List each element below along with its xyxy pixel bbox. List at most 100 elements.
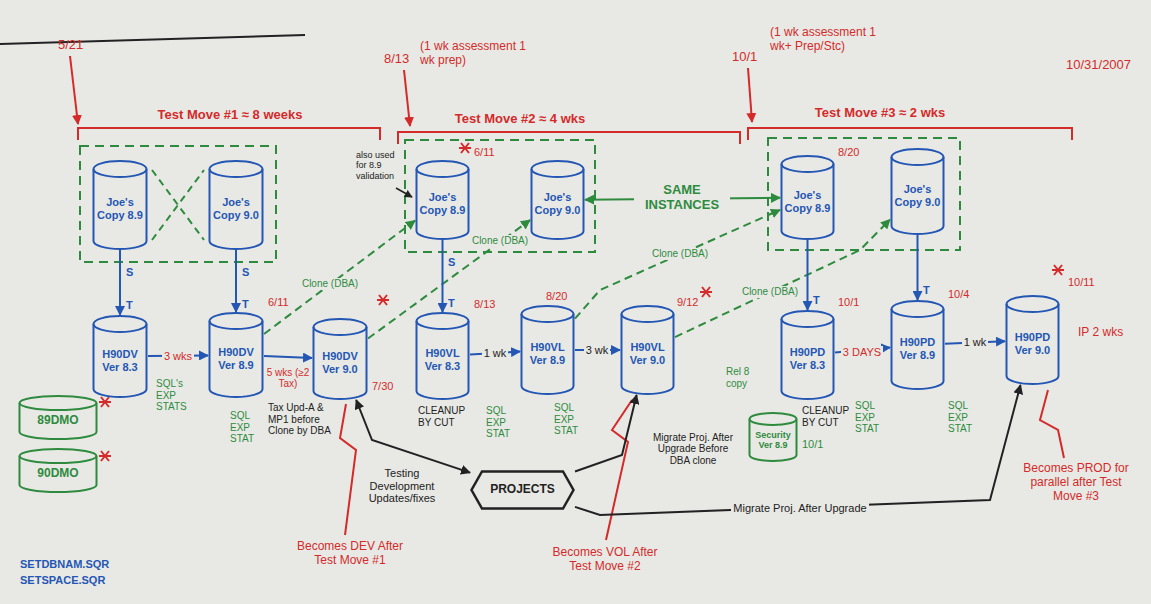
edge-label: 5 wks (≥2 Tax) bbox=[264, 367, 312, 390]
date-label: 8/13 bbox=[384, 52, 409, 67]
phase-bracket bbox=[78, 128, 380, 140]
star-mark bbox=[99, 451, 111, 461]
cylinder-body bbox=[417, 169, 469, 239]
node-label: H90PD Ver 9.0 bbox=[1009, 331, 1056, 356]
cross-line bbox=[152, 170, 204, 240]
database-cylinder: Joe's Copy 8.9 bbox=[92, 160, 148, 250]
date-label: 10/1 bbox=[802, 438, 823, 451]
node-label: H90PD Ver 8.9 bbox=[894, 336, 941, 361]
cylinder-body bbox=[782, 164, 834, 239]
connector bbox=[442, 240, 444, 312]
edge-label: Clone (DBA) bbox=[740, 286, 800, 298]
database-cylinder: H90PD Ver 8.3 bbox=[780, 310, 835, 400]
date-label: 6/11 bbox=[474, 146, 495, 159]
side-note: Rel 8 copy bbox=[726, 366, 770, 389]
cylinder-body bbox=[1007, 304, 1059, 384]
side-note: CLEANUP BY CUT bbox=[802, 405, 852, 428]
cylinder-top bbox=[782, 311, 834, 327]
target-mark: T bbox=[126, 299, 133, 312]
cylinder-top bbox=[782, 156, 834, 172]
edge-label: 3 wks bbox=[162, 350, 194, 363]
outcome-note: Becomes DEV After Test Move #1 bbox=[290, 540, 410, 568]
cylinder-top bbox=[20, 449, 97, 463]
date-label: 7/30 bbox=[372, 380, 393, 393]
edge-label: Clone (DBA) bbox=[650, 248, 710, 260]
lightning-pointer bbox=[340, 404, 356, 535]
cylinder-body bbox=[94, 324, 147, 397]
node-label: Joe's Copy 9.0 bbox=[534, 191, 581, 216]
node-label: PROJECTS bbox=[490, 483, 555, 497]
target-mark: T bbox=[448, 297, 455, 310]
date-label: 8/20 bbox=[546, 290, 567, 303]
database-cylinder: H90VL Ver 8.9 bbox=[520, 305, 575, 395]
node-label: H90PD Ver 8.3 bbox=[784, 346, 831, 371]
date-arrow bbox=[404, 70, 410, 126]
date-label: 10/31/2007 bbox=[1066, 58, 1131, 73]
node-label: Joe's Copy 9.0 bbox=[894, 183, 941, 208]
edge-label: 3 wk bbox=[584, 344, 611, 357]
cylinder-top bbox=[892, 149, 944, 165]
database-cylinder: H90VL Ver 8.3 bbox=[415, 312, 470, 400]
tag-shape bbox=[472, 472, 574, 509]
database-cylinder: Security Ver 8.9 bbox=[748, 412, 798, 462]
cylinder-body bbox=[892, 157, 944, 234]
cylinder-top bbox=[314, 319, 367, 335]
date-label: 10/4 bbox=[948, 288, 969, 301]
edge-label: Clone (DBA) bbox=[300, 278, 360, 290]
star-mark bbox=[99, 397, 111, 407]
cylinder-body bbox=[210, 169, 263, 249]
connector bbox=[119, 250, 121, 315]
phase-note: (1 wk assessment 1 wk prep) bbox=[420, 40, 532, 68]
date-label: 5/21 bbox=[58, 38, 83, 53]
cylinder-top bbox=[532, 161, 584, 177]
outcome-note: Becomes VOL After Test Move #2 bbox=[550, 546, 660, 574]
connector bbox=[575, 395, 637, 472]
cylinder-body bbox=[522, 314, 574, 394]
cylinder-body bbox=[622, 314, 674, 394]
target-mark: T bbox=[242, 298, 249, 311]
cylinder-body bbox=[750, 419, 797, 461]
cylinder-top bbox=[210, 313, 263, 329]
cylinder-body bbox=[94, 169, 147, 249]
step-note: SQL EXP STAT bbox=[855, 400, 889, 435]
outcome-note: Becomes PROD for parallel after Test Mov… bbox=[1020, 462, 1132, 503]
cylinder-body bbox=[532, 169, 584, 239]
file-name: SETDBNAM.SQR bbox=[20, 558, 109, 571]
database-cylinder: H90PD Ver 9.0 bbox=[1005, 295, 1060, 385]
source-mark: S bbox=[126, 266, 133, 279]
connector bbox=[235, 250, 237, 312]
node-label: Joe's Copy 8.9 bbox=[419, 191, 466, 216]
database-cylinder: Joe's Copy 8.9 bbox=[780, 155, 835, 240]
node-label: Joe's Copy 8.9 bbox=[784, 189, 831, 214]
cylinder-body bbox=[417, 321, 469, 399]
database-cylinder: H90DV Ver 8.3 bbox=[92, 315, 148, 398]
node-label: H90VL Ver 8.3 bbox=[419, 347, 466, 372]
date-label: 10/1 bbox=[732, 50, 757, 65]
phase-title: Test Move #2 ≈ 4 wks bbox=[455, 112, 585, 127]
step-note: SQL EXP STAT bbox=[554, 402, 590, 437]
source-mark: S bbox=[448, 256, 455, 269]
database-cylinder: H90DV Ver 9.0 bbox=[312, 318, 368, 400]
edge-label: Clone (DBA) bbox=[470, 235, 530, 247]
cylinder-top bbox=[1007, 296, 1059, 312]
step-note: SQL EXP STAT bbox=[948, 400, 984, 435]
cylinder-top bbox=[417, 161, 469, 177]
node-label: H90VL Ver 8.9 bbox=[524, 341, 571, 366]
cylinder-top bbox=[94, 161, 147, 177]
note-arrow bbox=[396, 188, 412, 197]
database-cylinder: H90PD Ver 8.9 bbox=[890, 300, 945, 390]
star-mark bbox=[459, 143, 471, 153]
connector bbox=[264, 356, 312, 358]
phase-title: Test Move #3 ≈ 2 wks bbox=[815, 106, 945, 121]
star-mark bbox=[700, 287, 712, 297]
date-label: 6/11 bbox=[268, 296, 289, 309]
cylinder-top bbox=[892, 301, 944, 317]
lightning-pointer bbox=[606, 400, 632, 540]
edge-label: SAME INSTANCES bbox=[634, 183, 730, 213]
cylinder-body bbox=[892, 309, 944, 389]
edge-label: 1 wk bbox=[482, 347, 509, 360]
cylinder-top bbox=[20, 396, 97, 410]
title-underline bbox=[0, 35, 305, 44]
